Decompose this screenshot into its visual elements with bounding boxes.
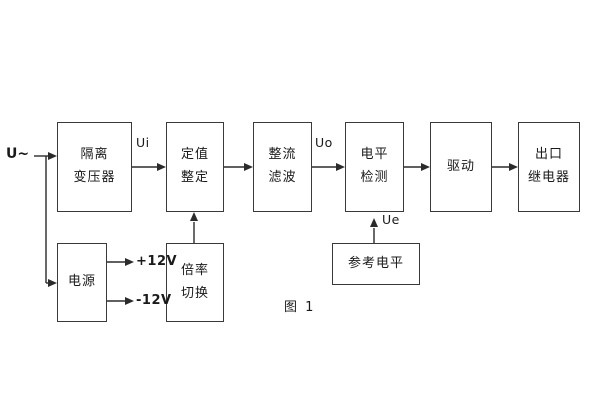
isolation-transformer-line2: 变压器 xyxy=(73,170,116,185)
figure-caption: 图 1 xyxy=(284,300,316,315)
block-isolation-transformer[interactable]: 隔离 变压器 xyxy=(57,122,132,212)
rectifier-filter-line1: 整流 xyxy=(268,147,297,163)
block-level-detection[interactable]: 电平 检测 xyxy=(345,122,404,212)
multiplier-switch-line1: 倍率 xyxy=(180,262,209,278)
block-output-relay[interactable]: 出口 继电器 xyxy=(518,122,580,212)
block-multiplier-switch[interactable]: 倍率 切换 xyxy=(166,243,224,322)
level-detection-line1: 电平 xyxy=(360,147,389,163)
block-power-supply[interactable]: 电源 xyxy=(57,243,107,322)
power-rail-negative-label: -12V xyxy=(136,293,172,308)
setting-value-line2: 整定 xyxy=(180,170,209,185)
block-driver[interactable]: 驱动 xyxy=(430,122,492,212)
source-label: U~ xyxy=(6,146,30,162)
signal-label-ue: Ue xyxy=(382,212,400,227)
power-rail-positive-label: +12V xyxy=(136,254,178,269)
isolation-transformer-line1: 隔离 xyxy=(80,147,109,163)
rectifier-filter-line2: 滤波 xyxy=(268,170,297,185)
driver-line1: 驱动 xyxy=(446,158,475,174)
level-detection-line2: 检测 xyxy=(360,170,389,185)
block-reference-level[interactable]: 参考电平 xyxy=(332,243,420,285)
output-relay-line2: 继电器 xyxy=(527,170,570,185)
block-setting-value[interactable]: 定值 整定 xyxy=(166,122,224,212)
output-relay-line1: 出口 xyxy=(534,147,563,163)
power-supply-line1: 电源 xyxy=(67,274,96,290)
reference-level-line1: 参考电平 xyxy=(347,255,404,271)
signal-label-uo: Uo xyxy=(315,135,333,150)
setting-value-line1: 定值 xyxy=(180,147,209,163)
block-rectifier-filter[interactable]: 整流 滤波 xyxy=(253,122,312,212)
signal-label-ui: Ui xyxy=(136,135,150,150)
multiplier-switch-line2: 切换 xyxy=(180,285,209,301)
